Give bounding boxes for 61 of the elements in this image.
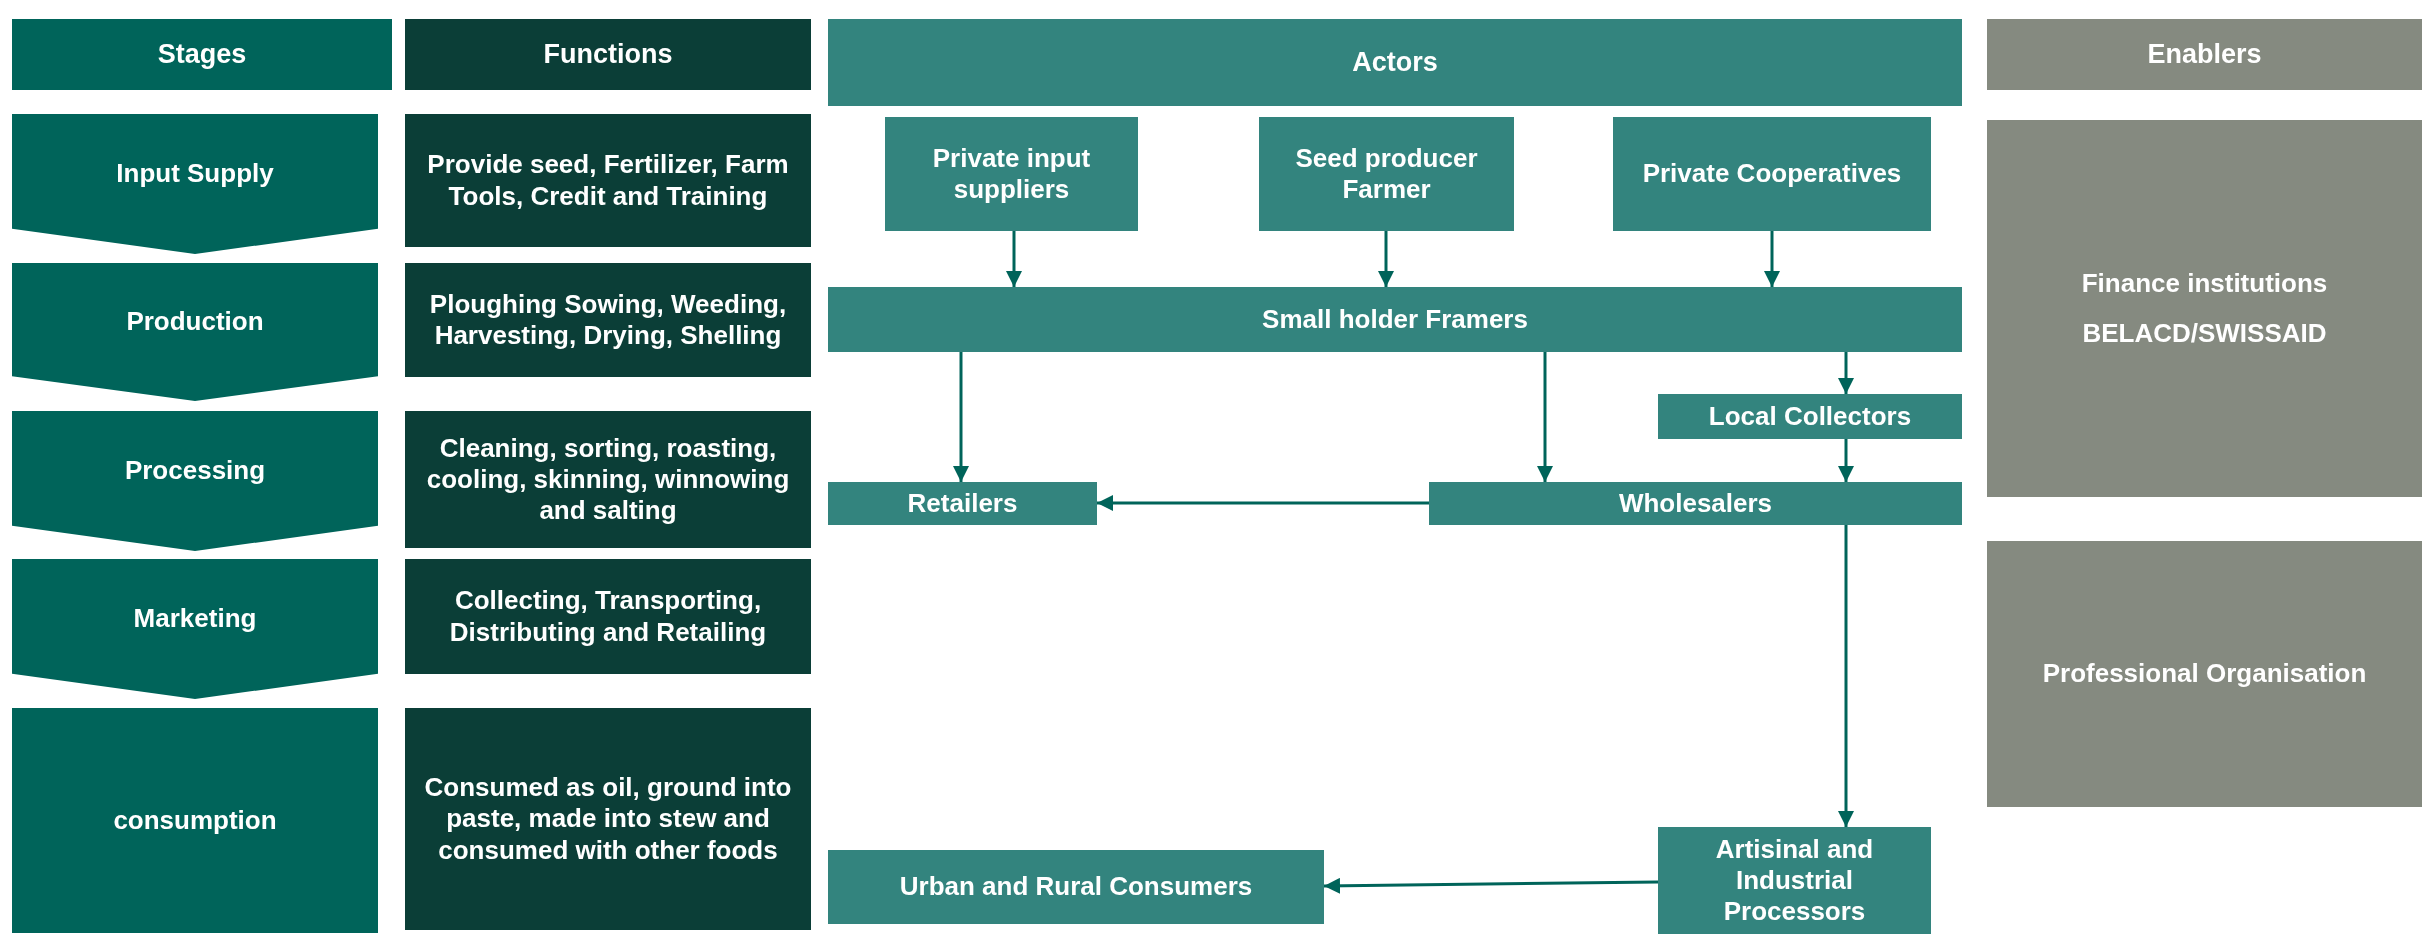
function-text: Cleaning, sorting, roasting, cooling, skinning, winnowing and salting bbox=[425, 432, 791, 527]
actor-label: Private Cooperatives bbox=[1642, 158, 1902, 190]
function-text: Provide seed, Fertilizer, Farm Tools, Credit and Training bbox=[426, 149, 790, 212]
header-label: Actors bbox=[1352, 46, 1438, 79]
actor-box bbox=[885, 117, 1138, 231]
arrow bbox=[1097, 495, 1429, 511]
actor-label: Wholesalers bbox=[1618, 487, 1773, 520]
arrow bbox=[1378, 231, 1394, 287]
stage-box bbox=[12, 559, 378, 699]
actor-label: Private input suppliers bbox=[931, 142, 1092, 206]
actor-box bbox=[828, 287, 1962, 352]
function-text: Consumed as oil, ground into paste, made into stew and consumed with other foods bbox=[423, 772, 793, 866]
actor-label: Urban and Rural Consumers bbox=[899, 871, 1253, 903]
function-box bbox=[405, 411, 811, 548]
stage-box bbox=[12, 411, 378, 551]
arrow bbox=[1838, 439, 1854, 482]
actor-box bbox=[1259, 117, 1514, 231]
function-text: Collecting, Transporting, Distributing and Retailing bbox=[448, 585, 768, 648]
header-label: Functions bbox=[543, 38, 673, 71]
header-banner bbox=[828, 19, 1962, 106]
arrow bbox=[953, 352, 969, 482]
arrow bbox=[1838, 525, 1854, 827]
function-text: Ploughing Sowing, Weeding, Harvesting, Drying, Shelling bbox=[428, 288, 788, 352]
header-banner bbox=[405, 19, 811, 90]
stage-label: Input Supply bbox=[116, 158, 274, 190]
actor-label: Seed producer Farmer bbox=[1294, 142, 1479, 206]
actor-box bbox=[828, 482, 1097, 525]
actor-box bbox=[828, 850, 1324, 924]
arrow bbox=[1006, 231, 1022, 287]
enabler-label: Finance institutions bbox=[2081, 268, 2328, 300]
arrow bbox=[1324, 877, 1658, 894]
arrow bbox=[1537, 352, 1553, 482]
enabler-box bbox=[1987, 541, 2422, 807]
actor-box bbox=[1658, 827, 1931, 934]
enabler-label: Professional Organisation bbox=[2042, 658, 2367, 690]
function-box bbox=[405, 263, 811, 377]
header-banner bbox=[12, 19, 392, 90]
header-label: Enablers bbox=[2147, 38, 2262, 71]
header-banner bbox=[1987, 19, 2422, 90]
actor-box bbox=[1613, 117, 1931, 231]
arrow bbox=[1838, 352, 1854, 394]
stage-label: Production bbox=[126, 306, 264, 338]
actor-box bbox=[1658, 394, 1962, 439]
actor-label: Small holder Framers bbox=[1262, 303, 1528, 336]
actor-label: Local Collectors bbox=[1708, 400, 1912, 433]
stage-label: consumption bbox=[113, 804, 277, 837]
actor-label: Artisinal and Industrial Processors bbox=[1714, 833, 1875, 928]
arrow bbox=[1764, 231, 1780, 287]
stage-box bbox=[12, 114, 378, 254]
stage-label: Marketing bbox=[133, 603, 257, 635]
function-box bbox=[405, 708, 811, 930]
stage-box bbox=[12, 263, 378, 401]
stage-box bbox=[12, 708, 378, 933]
header-label: Stages bbox=[157, 38, 247, 71]
enabler-box bbox=[1987, 120, 2422, 497]
actor-label: Retailers bbox=[907, 487, 1018, 520]
function-box bbox=[405, 114, 811, 247]
actor-box bbox=[1429, 482, 1962, 525]
function-box bbox=[405, 559, 811, 674]
stage-label: Processing bbox=[124, 455, 266, 487]
enabler-label: BELACD/SWISSAID bbox=[2082, 317, 2327, 349]
